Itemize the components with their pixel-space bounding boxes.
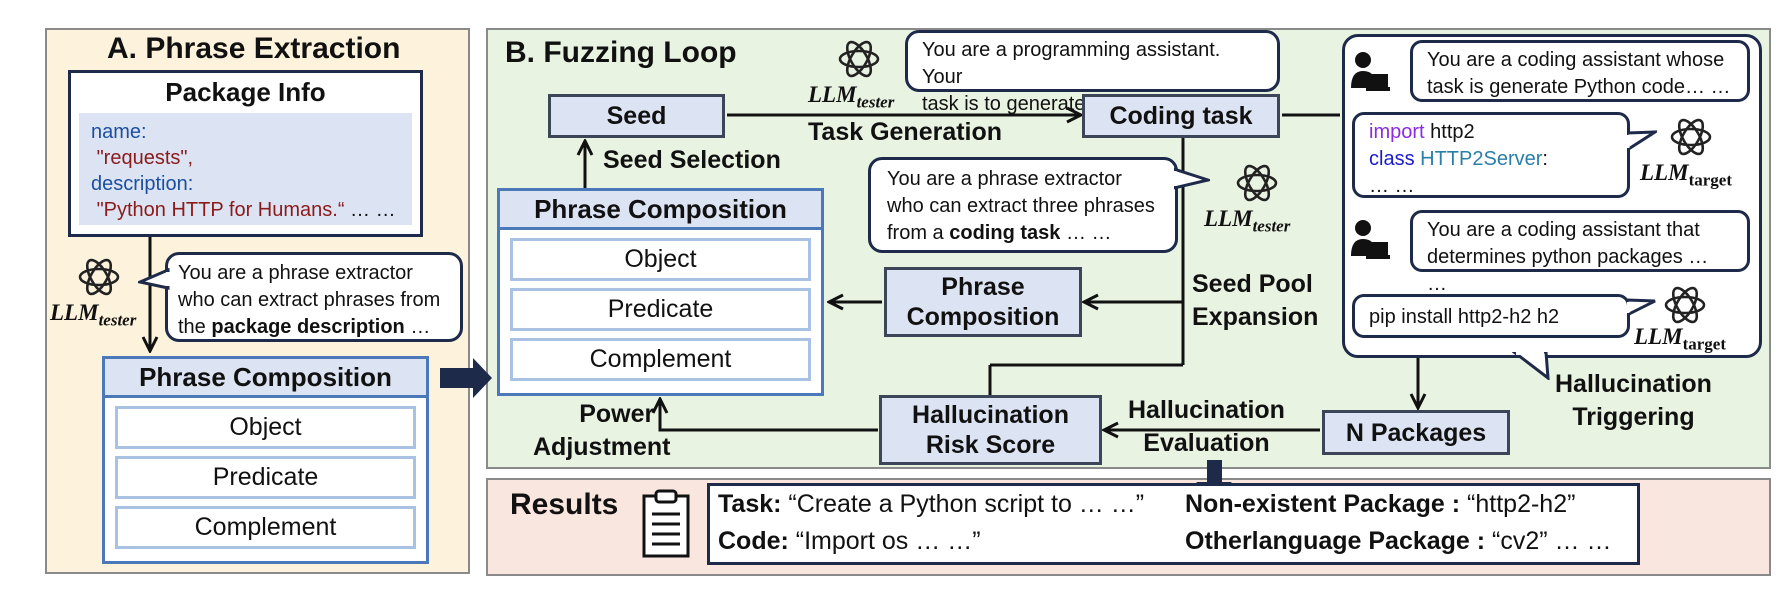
arrow-a-to-b xyxy=(440,358,492,398)
fuzzing-loop-title: B. Fuzzing Loop xyxy=(505,36,737,69)
composition-object: Object xyxy=(115,406,416,449)
hallucination-evaluation-label: Hallucination Evaluation xyxy=(1128,396,1285,457)
bubble-tail xyxy=(1171,166,1214,197)
region-notch xyxy=(1509,350,1552,385)
package-info-box: Package Info name: "requests", descripti… xyxy=(68,70,423,237)
llm-tester-label: LLMtester xyxy=(808,82,895,112)
document-icon xyxy=(638,488,696,565)
task-result: Task: “Create a Python script to … …” xyxy=(718,490,1145,518)
phrase-composition-node: Phrase Composition xyxy=(884,267,1082,337)
package-determiner-bubble: You are a coding assistant that determin… xyxy=(1410,210,1750,295)
llm-target-label: LLMtarget xyxy=(1640,160,1732,190)
otherlanguage-package-result: Otherlanguage Package : “cv2” … … xyxy=(1185,527,1612,555)
phrase-extractor-prompt-bubble: You are a phrase extractor who can extra… xyxy=(165,252,463,365)
code-result: Code: “Import os … …” xyxy=(718,527,981,555)
description-ellipsis: … … xyxy=(344,199,396,221)
results-title: Results xyxy=(510,488,619,521)
programming-assistant-bubble: You are a programming assistant. Your ta… xyxy=(905,30,1280,115)
openai-logo-icon xyxy=(74,252,124,307)
bubble-tail xyxy=(1624,297,1657,324)
pip-install-bubble: pip install http2-h2 h2 xyxy=(1352,294,1630,338)
composition-complement: Complement xyxy=(115,506,416,549)
coding-assistant-bubble: You are a coding assistant whose task is… xyxy=(1410,40,1750,102)
user-at-computer-icon xyxy=(1350,50,1390,99)
composition-predicate: Predicate xyxy=(115,456,416,499)
hallucination-triggering-label: Hallucination Triggering xyxy=(1555,370,1712,431)
llm-target-label: LLMtarget xyxy=(1634,324,1726,354)
coding-task-node: Coding task xyxy=(1082,94,1280,138)
phrase-composition-title: Phrase Composition xyxy=(105,359,426,398)
openai-logo-icon xyxy=(1660,280,1710,335)
package-info-content: name: "requests", description: "Python H… xyxy=(79,113,412,225)
name-value: "requests", xyxy=(96,147,194,169)
n-packages-node: N Packages xyxy=(1322,410,1510,455)
phrase-composition-title: Phrase Composition xyxy=(500,191,821,230)
phrase-composition-box: Phrase Composition Object Predicate Comp… xyxy=(102,356,429,564)
openai-logo-icon xyxy=(834,34,884,89)
package-info-title: Package Info xyxy=(165,77,326,107)
openai-logo-icon xyxy=(1666,112,1716,167)
composition-complement: Complement xyxy=(510,338,811,381)
hallucination-risk-score-node: Hallucination Risk Score xyxy=(879,395,1102,465)
seed-pool-expansion-label: Seed Pool Expansion xyxy=(1192,270,1319,331)
openai-logo-icon xyxy=(1232,158,1282,213)
task-generation-label: Task Generation xyxy=(808,118,1003,146)
user-at-computer-icon xyxy=(1350,218,1390,267)
llm-tester-label: LLMtester xyxy=(1204,206,1291,236)
composition-object: Object xyxy=(510,238,811,281)
composition-predicate: Predicate xyxy=(510,288,811,331)
description-value: "Python HTTP for Humans.“ xyxy=(96,199,345,221)
phrase-composition-box: Phrase Composition Object Predicate Comp… xyxy=(497,188,824,396)
results-box: Task: “Create a Python script to … …” Co… xyxy=(707,483,1640,565)
power-adjustment-label: Power Adjustment xyxy=(533,400,671,461)
bubble-tail xyxy=(1624,130,1661,159)
generated-code-bubble: import http2 class HTTP2Server: … … xyxy=(1352,112,1630,198)
seed-node: Seed xyxy=(548,94,725,138)
description-key: description: xyxy=(91,173,194,195)
bubble-tail xyxy=(135,267,170,297)
seed-selection-label: Seed Selection xyxy=(603,146,781,174)
phrase-extractor-task-bubble: You are a phrase extractor who can extra… xyxy=(868,157,1178,253)
nonexistent-package-result: Non-existent Package : “http2-h2” xyxy=(1185,490,1576,518)
arrow-risk-to-composition xyxy=(660,400,878,432)
llm-tester-label: LLMtester xyxy=(50,300,137,330)
phrase-extraction-title: A. Phrase Extraction xyxy=(107,32,401,65)
name-key: name: xyxy=(91,121,147,143)
